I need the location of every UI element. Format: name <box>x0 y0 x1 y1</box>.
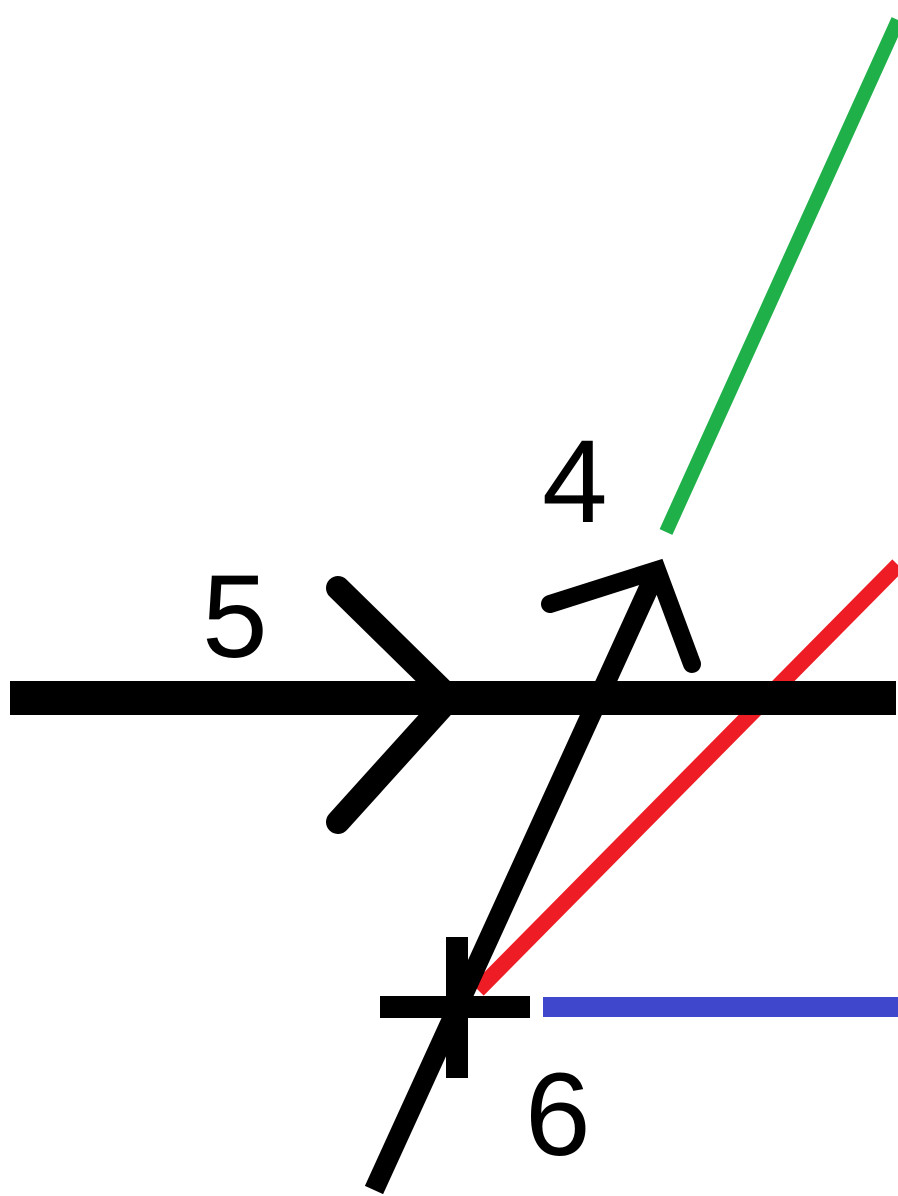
label-point-6: 6 <box>525 1049 591 1181</box>
direction-chevron-5 <box>326 576 467 834</box>
green-line <box>659 17 898 535</box>
arrowhead-point-4 <box>541 558 701 673</box>
red-line <box>472 559 898 996</box>
black-traverse-line <box>364 565 667 1195</box>
label-point-4: 4 <box>542 416 608 548</box>
label-point-5: 5 <box>202 551 268 683</box>
